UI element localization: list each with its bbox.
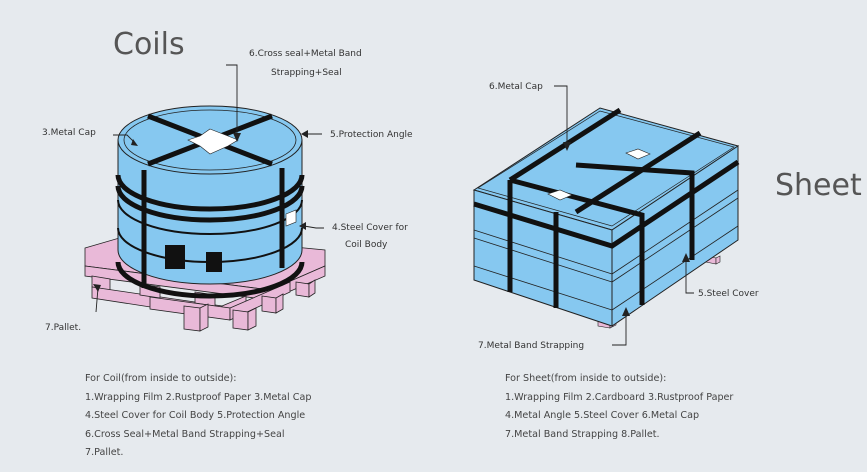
- sheet-cap-seal-2: [625, 148, 651, 160]
- sheet-description: For Sheet(from inside to outside): 1.Wra…: [505, 370, 733, 444]
- coil-desc-line: 1.Wrapping Film 2.Rustproof Paper 3.Meta…: [85, 391, 312, 403]
- coil-label-steel-cover-2: Coil Body: [345, 240, 388, 250]
- sheet-desc-line: 7.Metal Band Strapping 8.Pallet.: [505, 428, 660, 440]
- coil-leaders: [95, 64, 324, 313]
- coil-label-cross-seal-1: 6.Cross seal+Metal Band: [249, 49, 362, 59]
- sheet-desc-line: 4.Metal Angle 5.Steel Cover 6.Metal Cap: [505, 410, 700, 421]
- coil-description: For Coil(from inside to outside): 1.Wrap…: [85, 370, 311, 463]
- coil-label-cross-seal-2: Strapping+Seal: [271, 68, 342, 78]
- coil-label-steel-cover-1: 4.Steel Cover for: [332, 223, 408, 233]
- sheet-label-band-strapping: 7.Metal Band Strapping: [478, 341, 584, 351]
- coil-label-pallet: 7.Pallet.: [45, 323, 81, 333]
- coil-label-protection-angle: 5.Protection Angle: [330, 130, 413, 140]
- coil-arrowheads: [93, 130, 308, 292]
- coil-desc-line: 7.Pallet.: [85, 447, 124, 458]
- coil-title: Coils: [113, 27, 185, 62]
- coil-desc-line: 6.Cross Seal+Metal Band Strapping+Seal: [85, 428, 285, 440]
- sheet-illustration: [472, 85, 740, 346]
- coil-label-metal-cap: 3.Metal Cap: [42, 128, 96, 138]
- sheet-label-metal-cap: 6.Metal Cap: [489, 82, 543, 92]
- sheet-arrowheads: [563, 142, 690, 316]
- sheet-title: Sheet: [775, 168, 862, 203]
- sheet-edges: [473, 189, 739, 311]
- coil-body: [115, 139, 305, 299]
- cross-seal: [187, 128, 239, 155]
- coil-desc-line: 4.Steel Cover for Coil Body 5.Protection…: [85, 410, 306, 421]
- sheet-desc-line: For Sheet(from inside to outside):: [505, 373, 667, 384]
- coil-desc-line: For Coil(from inside to outside):: [85, 373, 237, 384]
- sheet-cap-seal-1: [547, 189, 573, 201]
- sheet-label-steel-cover: 5.Steel Cover: [698, 289, 759, 299]
- sheet-desc-line: 1.Wrapping Film 2.Cardboard 3.Rustproof …: [505, 391, 734, 403]
- sheet-leaders: [554, 85, 694, 346]
- coil-illustration: [84, 64, 326, 332]
- coil-metal-cap: [117, 105, 303, 175]
